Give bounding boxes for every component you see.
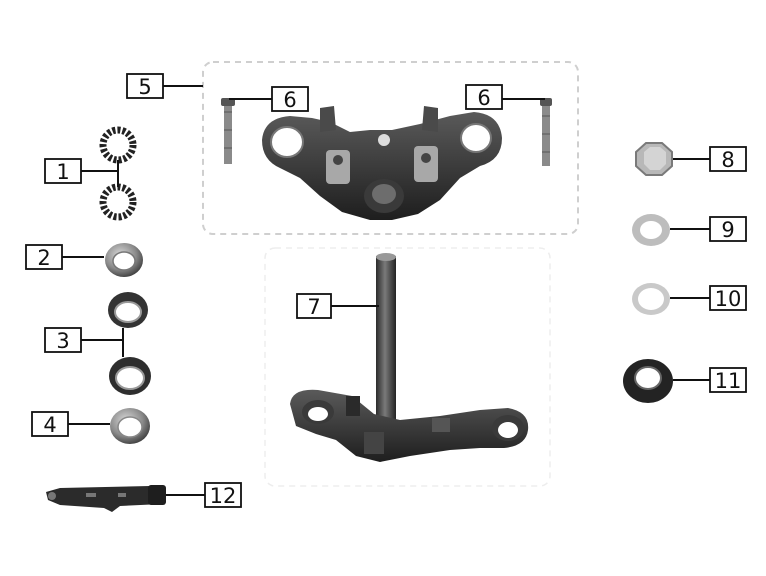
callout-2-label: 2 bbox=[37, 246, 50, 270]
callout-7-label: 7 bbox=[307, 295, 320, 319]
part-5-upper-clamp bbox=[262, 106, 502, 220]
callout-9: 9 bbox=[709, 216, 747, 242]
part-11-adjust-nut bbox=[623, 359, 673, 403]
part-4-race bbox=[110, 408, 150, 444]
callout-12-label: 12 bbox=[210, 484, 237, 508]
leader-lines bbox=[62, 85, 710, 496]
callout-3: 3 bbox=[44, 327, 82, 353]
callout-5-label: 5 bbox=[138, 75, 151, 99]
callout-2: 2 bbox=[25, 244, 63, 270]
part-2-race bbox=[105, 243, 143, 277]
part-6-bolt-right bbox=[540, 98, 552, 166]
callout-6-right: 6 bbox=[465, 84, 503, 110]
part-9-washer bbox=[632, 214, 670, 246]
callout-8: 8 bbox=[709, 146, 747, 172]
callout-1: 1 bbox=[44, 158, 82, 184]
callout-6-right-label: 6 bbox=[477, 86, 490, 110]
callout-11-label: 11 bbox=[715, 369, 742, 393]
callout-8-label: 8 bbox=[721, 148, 734, 172]
part-6-bolt-left bbox=[221, 98, 235, 164]
callout-10-label: 10 bbox=[715, 287, 742, 311]
callout-4: 4 bbox=[31, 411, 69, 437]
part-10-ring bbox=[632, 283, 670, 315]
callout-11: 11 bbox=[709, 367, 747, 393]
part-12-bracket bbox=[46, 485, 166, 512]
upper-assembly-group-box bbox=[202, 61, 579, 235]
part-8-hex-nut bbox=[635, 142, 673, 176]
callout-5: 5 bbox=[126, 73, 164, 99]
callout-6-left: 6 bbox=[271, 86, 309, 112]
callout-3-label: 3 bbox=[56, 329, 69, 353]
part-7-stem-lower-clamp bbox=[290, 253, 529, 462]
callout-12: 12 bbox=[204, 482, 242, 508]
callout-1-label: 1 bbox=[56, 160, 69, 184]
callout-7: 7 bbox=[296, 293, 332, 319]
callout-9-label: 9 bbox=[721, 218, 734, 242]
lower-assembly-group-box bbox=[264, 247, 551, 487]
callout-10: 10 bbox=[709, 285, 747, 311]
callout-6-left-label: 6 bbox=[283, 88, 296, 112]
callout-4-label: 4 bbox=[43, 413, 56, 437]
part-3-cones bbox=[108, 292, 151, 395]
